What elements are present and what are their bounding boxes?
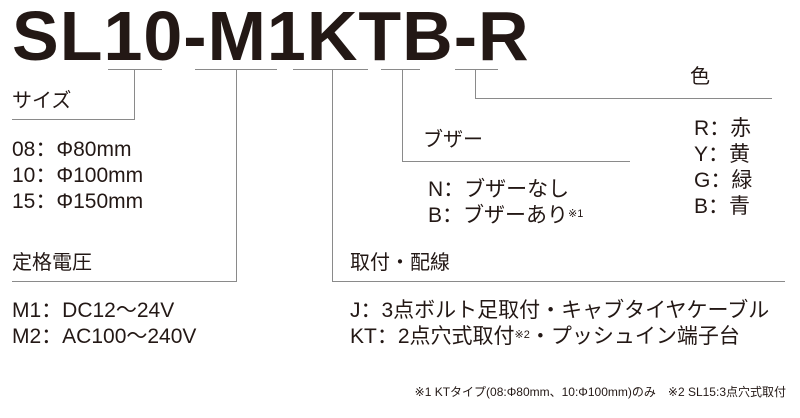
footnote: ※1 KTタイプ(08:Φ80mm、10:Φ100mm)のみ ※2 SL15:3… xyxy=(414,385,786,399)
voltage-options: M1：DC12～24V M2：AC100～240V xyxy=(12,298,196,350)
size-options: 08：Φ80mm 10：Φ100mm 15：Φ150mm xyxy=(12,137,143,215)
connector-mounting-horizontal xyxy=(332,281,785,282)
size-option: 10：Φ100mm xyxy=(12,164,144,187)
mounting-options: J：3点ボルト足取付・キャブタイヤケーブル KT：2点穴式取付※2・プッシュイン… xyxy=(350,298,769,350)
size-label: サイズ xyxy=(12,90,72,112)
connector-color-vertical xyxy=(475,69,476,98)
mounting-label: 取付・配線 xyxy=(350,252,450,274)
underline-color xyxy=(455,69,498,70)
color-option: Y：黄 xyxy=(694,143,751,166)
voltage-option: M2：AC100～240V xyxy=(12,325,197,348)
connector-color-horizontal xyxy=(475,98,772,99)
color-option: B：青 xyxy=(694,195,751,218)
footnote-ref: ※2 xyxy=(514,329,530,341)
color-option: R：赤 xyxy=(694,117,752,140)
color-options: R：赤 Y：黄 G：緑 B：青 xyxy=(694,116,752,220)
mounting-option: KT：2点穴式取付※2・プッシュイン端子台 xyxy=(350,325,740,348)
underline-buzzer xyxy=(381,69,420,70)
buzzer-label: ブザー xyxy=(423,129,483,151)
size-option: 15：Φ150mm xyxy=(12,190,144,213)
underline-size xyxy=(108,69,162,70)
footnote-ref: ※1 xyxy=(568,208,584,220)
underline-mounting xyxy=(293,69,368,70)
buzzer-option: N：ブザーなし xyxy=(428,178,570,201)
mounting-option: J：3点ボルト足取付・キャブタイヤケーブル xyxy=(350,299,770,322)
connector-mounting-vertical xyxy=(332,69,333,281)
voltage-option: M1：DC12～24V xyxy=(12,299,175,322)
connector-buzzer-vertical xyxy=(402,69,403,161)
buzzer-options: N：ブザーなし B：ブザーあり※1 xyxy=(428,177,583,229)
color-label: 色 xyxy=(690,66,710,88)
connector-size-horizontal xyxy=(12,119,135,120)
connector-voltage-vertical xyxy=(236,69,237,281)
connector-size-vertical xyxy=(134,69,135,119)
connector-buzzer-horizontal xyxy=(402,161,630,162)
buzzer-option: B：ブザーあり※1 xyxy=(428,204,584,227)
connector-voltage-horizontal xyxy=(12,281,237,282)
voltage-label: 定格電圧 xyxy=(12,252,92,274)
size-option: 08：Φ80mm xyxy=(12,138,132,161)
color-option: G：緑 xyxy=(694,169,753,192)
model-code-title: SL10-M1KTB-R xyxy=(12,0,530,75)
